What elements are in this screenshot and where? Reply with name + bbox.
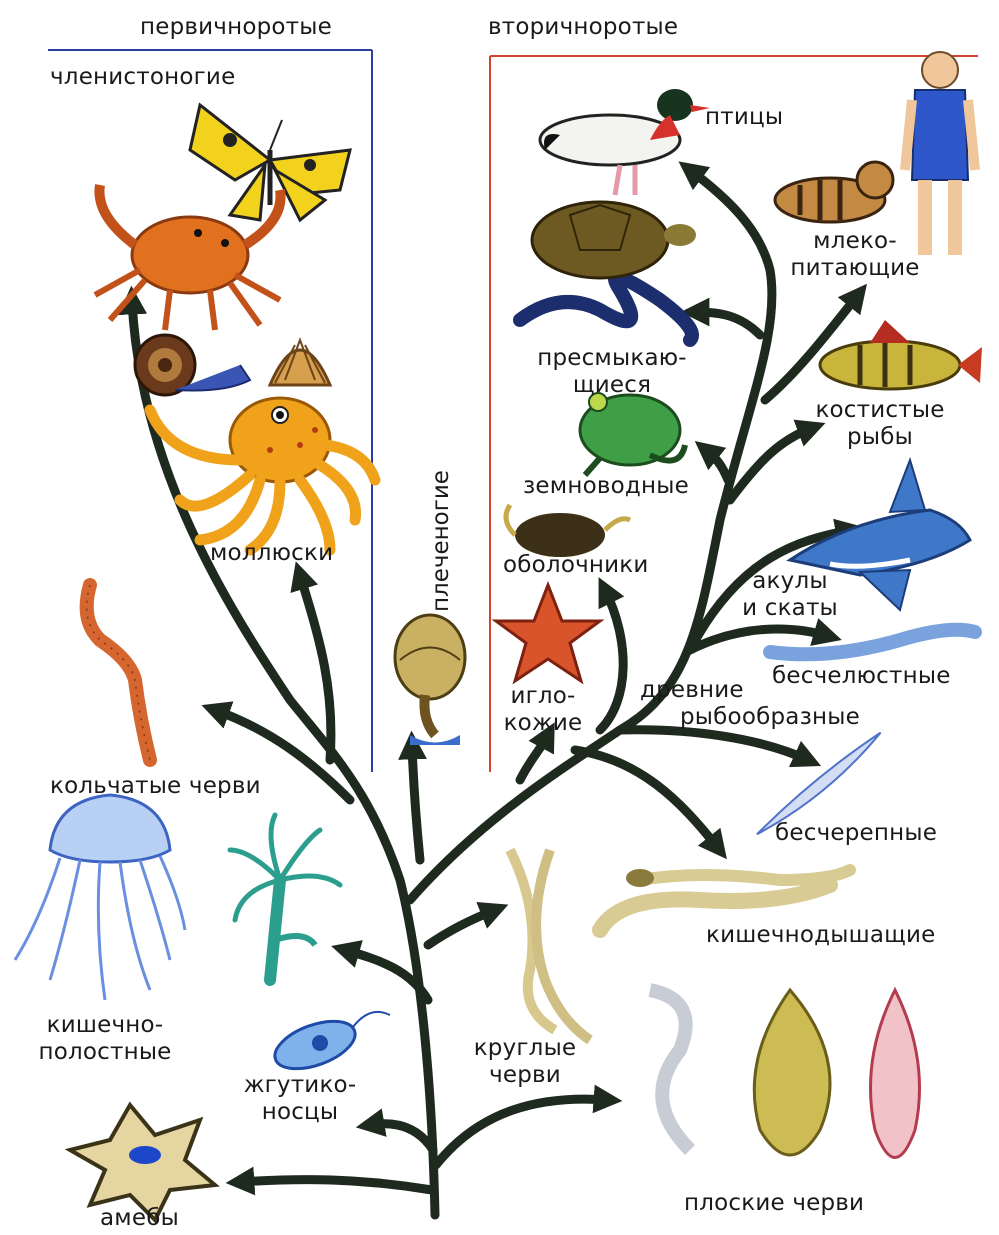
label-bony-fish-line2: рыбы: [800, 424, 960, 451]
flatworm-icon: [650, 990, 920, 1158]
label-sharks: акулы и скаты: [730, 568, 850, 622]
label-bony-fish: костистые рыбы: [800, 397, 960, 451]
label-echinoderms-line1: игло-: [488, 683, 598, 710]
turtle-icon: [532, 202, 696, 278]
scallop-icon: [270, 340, 330, 385]
branch-cephalochordates: [620, 730, 808, 760]
label-annelids: кольчатые черви: [50, 773, 261, 800]
label-amoebas: амебы: [100, 1205, 179, 1232]
snail-icon: [135, 335, 250, 395]
sea-squirt-icon: [506, 505, 630, 557]
label-roundworms-line1: круглые: [460, 1035, 590, 1062]
label-sharks-line2: и скаты: [730, 595, 850, 622]
label-cnidarians-line1: кишечно-: [20, 1012, 190, 1039]
branch-reptiles: [695, 312, 760, 335]
branch-flatworms: [436, 1099, 608, 1165]
branch-tunicates: [600, 590, 623, 730]
label-mammals-line2: питающие: [760, 255, 950, 282]
label-roundworms: круглые черви: [460, 1035, 590, 1089]
label-birds: птицы: [705, 104, 783, 131]
perch-icon: [820, 320, 982, 389]
hydra-icon: [230, 815, 340, 980]
butterfly-icon: [190, 105, 350, 220]
label-bony-fish-line1: костистые: [800, 397, 960, 424]
label-brachiopods: плеченогие: [428, 470, 454, 612]
branch-amphibians: [706, 450, 728, 480]
label-amphibians: земноводные: [523, 473, 689, 500]
label-echinoderms-line2: кожие: [488, 710, 598, 737]
human-icon: [905, 52, 975, 255]
octopus-icon: [150, 398, 375, 550]
label-flagellates-line2: носцы: [230, 1099, 370, 1126]
label-flatworms: плоские черви: [684, 1190, 864, 1217]
label-ancient-fish-line2: рыбообразные: [632, 704, 932, 731]
label-mollusks: моллюски: [210, 540, 333, 567]
starfish-icon: [496, 585, 600, 681]
label-flagellates-line1: жгутико-: [230, 1072, 370, 1099]
label-reptiles-line2: щиеся: [492, 372, 732, 399]
label-echinoderms: игло- кожие: [488, 683, 598, 737]
header-deuterostomes: вторичноротые: [488, 14, 678, 41]
cat-icon: [775, 162, 893, 222]
label-tunicates: оболочники: [503, 552, 649, 579]
label-flagellates: жгутико- носцы: [230, 1072, 370, 1126]
label-sharks-line1: акулы: [730, 568, 850, 595]
label-mammals: млеко- питающие: [760, 228, 950, 282]
label-roundworms-line2: черви: [460, 1062, 590, 1089]
branch-hemichordates: [575, 750, 718, 848]
branch-flagellates: [370, 1124, 433, 1150]
duck-icon: [540, 89, 710, 195]
acorn-worm-icon: [600, 869, 850, 930]
label-jawless: бесчелюстные: [772, 663, 951, 690]
label-cnidarians-line2: полостные: [20, 1039, 190, 1066]
label-cephalochordates: бесчерепные: [775, 820, 937, 847]
snake-icon: [520, 277, 692, 340]
branch-amoebas: [240, 1180, 432, 1190]
branch-jawless: [690, 629, 828, 650]
jellyfish-icon: [15, 795, 185, 1000]
label-mammals-line1: млеко-: [760, 228, 950, 255]
branch-echinoderms: [520, 735, 548, 780]
brachiopod-icon: [395, 615, 465, 745]
header-protostomes: первичноротые: [140, 14, 332, 41]
label-hemichordates: кишечнодышащие: [706, 922, 936, 949]
label-arthropods: членистоногие: [50, 64, 235, 91]
frog-icon: [580, 393, 685, 475]
branch-brachiopods: [412, 745, 420, 860]
roundworm-icon: [510, 850, 590, 1040]
label-reptiles-line1: пресмыкаю-: [492, 345, 732, 372]
label-cnidarians: кишечно- полостные: [20, 1012, 190, 1066]
branch-roundworms: [428, 910, 495, 945]
euglena-icon: [269, 1012, 390, 1078]
label-reptiles: пресмыкаю- щиеся: [492, 345, 732, 399]
earthworm-icon: [87, 585, 150, 760]
amoeba-icon: [70, 1105, 215, 1220]
